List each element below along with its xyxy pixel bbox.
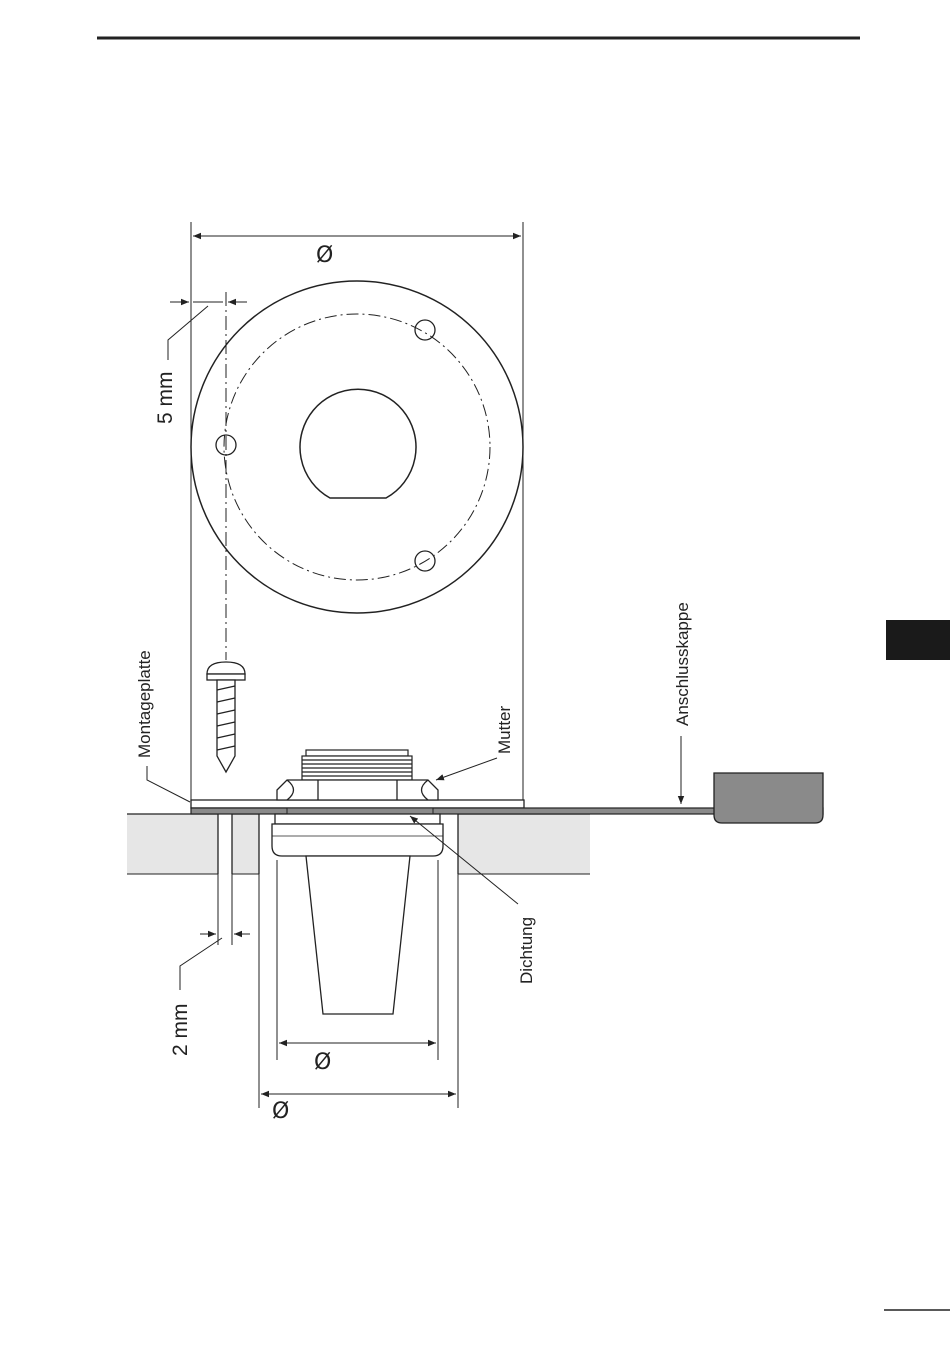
flange-outer-circle: [191, 281, 523, 613]
lower-nut: [272, 814, 443, 856]
connector-cap: [714, 773, 823, 823]
dichtung-label: Dichtung: [517, 917, 536, 984]
center-hole: [300, 389, 416, 498]
dim-2mm-leader: [180, 938, 222, 990]
dim-5mm-label: 5 mm: [154, 372, 177, 425]
dim-2mm-label: 2 mm: [169, 1004, 192, 1057]
mounting-screw: [207, 662, 245, 772]
bolt-hole: [415, 320, 435, 340]
chapter-tab: [886, 620, 950, 660]
flange-diameter-symbol: Ø: [316, 243, 333, 268]
hole-diameter-symbol: Ø: [272, 1099, 289, 1124]
mutter-label: Mutter: [495, 705, 514, 754]
mounting-side-view: [127, 662, 823, 1108]
bolt-circle: [224, 314, 490, 580]
inner-diameter-symbol: Ø: [314, 1050, 331, 1075]
montageplatte-leader: [147, 766, 190, 802]
antenna-body: [306, 856, 410, 1014]
threaded-neck: [302, 750, 412, 780]
hex-nut: [277, 780, 438, 800]
mutter-leader: [436, 758, 497, 780]
dim-5mm-leader: [168, 306, 208, 360]
mounting-plate: [191, 800, 524, 808]
gasket: [287, 808, 433, 814]
montageplatte-label: Montageplatte: [135, 650, 154, 758]
anschlusskappe-label: Anschlusskappe: [673, 602, 692, 726]
